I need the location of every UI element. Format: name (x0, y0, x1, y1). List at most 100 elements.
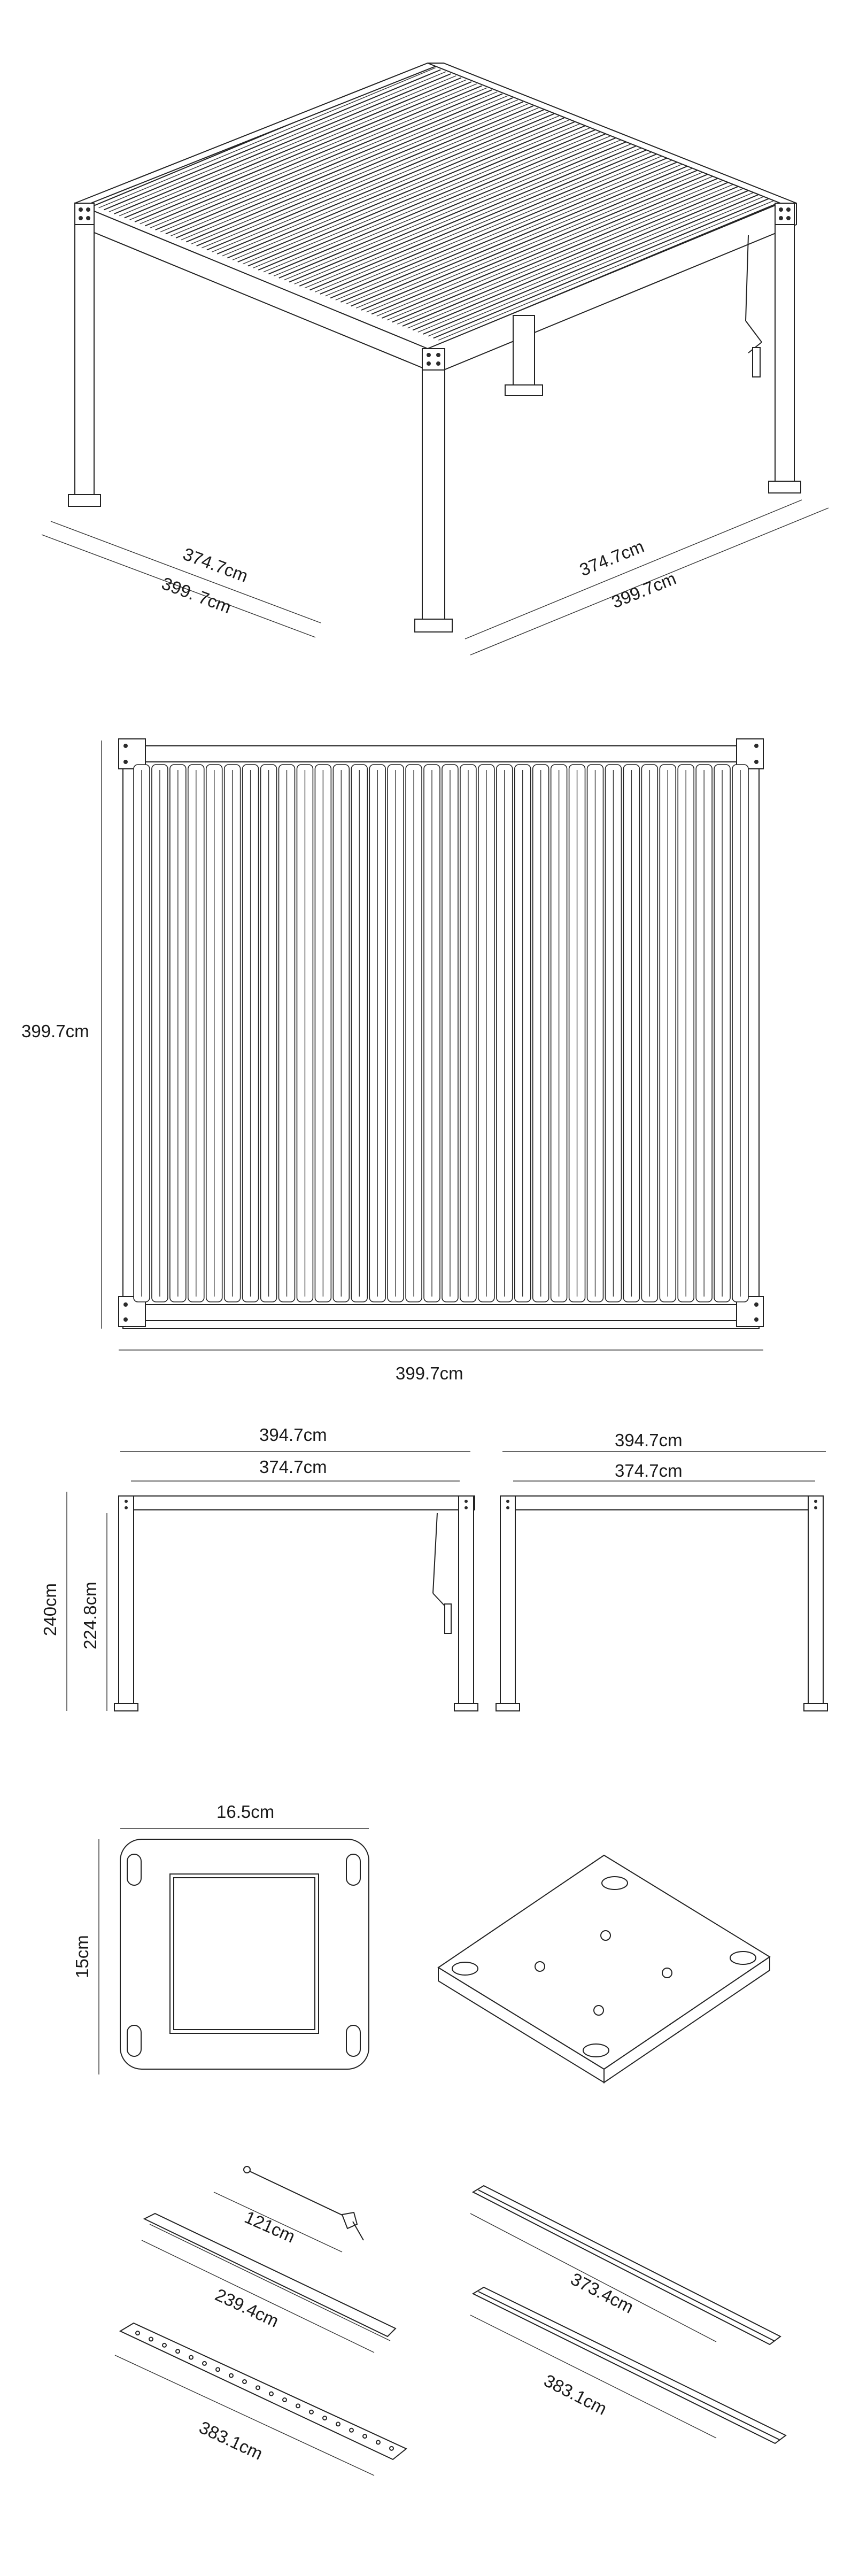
iso-slat-ridge (191, 103, 529, 244)
slat-beam-hole (282, 2397, 287, 2403)
iso-slat-edge (134, 81, 472, 222)
iso-slat-ridge (376, 175, 714, 317)
side-outer-width-label: 394.7cm (615, 1430, 683, 1450)
iso-slat-ridge (366, 172, 703, 313)
front-total-height-label: 240cm (40, 1583, 60, 1636)
iso-slat-ridge (160, 91, 498, 233)
slat-beam-hole (362, 2434, 367, 2439)
iso-slat-ridge (98, 67, 436, 209)
side-view: 394.7cm 374.7cm (496, 1430, 828, 1711)
iso-slat-edge (289, 141, 626, 283)
iso-slat-ridge (202, 107, 539, 249)
parts-rail: 373.4cm (470, 2185, 781, 2346)
iso-slat-ridge (171, 95, 508, 236)
slat-beam-hole (149, 2336, 153, 2342)
iso-slat-edge (124, 77, 462, 219)
slat-beam-hole (162, 2342, 167, 2348)
rail-length-label: 373.4cm (568, 2269, 637, 2317)
slat-beam-hole (309, 2409, 314, 2415)
front-view: 394.7cm 374.7cm 240cm 224.8cm (40, 1425, 478, 1711)
iso-slat-ridge (294, 143, 631, 284)
iso-slat-edge (114, 73, 451, 214)
slat-beam-length-label: 383.1cm (196, 2417, 266, 2464)
top-view: 399.7cm 399.7cm (21, 738, 764, 1383)
iso-slat-ridge (284, 140, 621, 281)
slat-beam-holes (135, 2331, 394, 2451)
iso-slat-ridge (212, 111, 549, 252)
iso-slat-ridge (304, 148, 642, 289)
iso-slat-edge (371, 173, 709, 315)
iso-posts (68, 203, 801, 633)
iso-slat-ridge (253, 127, 590, 268)
iso-slat-edge (175, 97, 513, 238)
side-inner-width-label: 374.7cm (615, 1461, 683, 1480)
iso-dimension-lines (41, 499, 829, 655)
iso-slat-edge (155, 89, 492, 230)
iso-slat-ridge (263, 132, 601, 273)
base-plate-top-view: 16.5cm 15cm (72, 1802, 369, 2074)
iso-slat-ridge (129, 79, 467, 220)
iso-slat-ridge (325, 156, 662, 297)
iso-slat-edge (433, 197, 771, 339)
iso-slat-ridge (407, 188, 745, 329)
base-plate-width-label: 16.5cm (216, 1802, 274, 1822)
iso-slat-ridge (355, 167, 693, 308)
iso-depth-outer-label: 399. 7cm (159, 573, 234, 617)
iso-slat-edge (299, 145, 637, 287)
iso-slat-edge (320, 153, 657, 295)
iso-width-inner-label: 374.7cm (577, 536, 647, 580)
slat-beam-hole (269, 2391, 274, 2396)
iso-slat-edge (237, 121, 575, 263)
iso-slat-edge (103, 69, 441, 211)
iso-slat-ridge (150, 87, 487, 228)
iso-slat-edge (165, 93, 503, 235)
iso-slat-edge (402, 186, 740, 327)
slat-beam-hole (215, 2367, 220, 2372)
front-inner-width-label: 374.7cm (259, 1457, 327, 1477)
iso-slat-edge (330, 157, 668, 299)
iso-slat-ridge (119, 75, 456, 217)
slat-beam-hole (189, 2355, 193, 2360)
slat-beam-hole (175, 2349, 180, 2354)
iso-slat-edge (206, 109, 544, 251)
top-height-label: 399.7cm (21, 1021, 89, 1041)
iso-slat-ridge (181, 99, 518, 241)
slat-beam-hole (256, 2385, 260, 2390)
front-clear-height-label: 224.8cm (80, 1582, 100, 1649)
iso-slat-edge (309, 149, 647, 291)
iso-slat-ridge (109, 71, 446, 212)
iso-slat-ridge (314, 151, 652, 292)
iso-slat-edge (247, 125, 585, 267)
iso-slat-edge (268, 133, 606, 275)
crank-length-label: 121cm (242, 2207, 298, 2247)
slat-beam-hole (296, 2403, 300, 2409)
iso-slat-ridge (386, 180, 724, 321)
iso-slat-edge (196, 105, 534, 246)
iso-slat-edge (216, 113, 554, 254)
slat-beam-hole (202, 2361, 207, 2366)
front-outer-width-label: 394.7cm (259, 1425, 327, 1445)
top-roof-slats (133, 764, 749, 1302)
base-plate-iso-view (437, 1854, 771, 2084)
slat-beam-hole (376, 2440, 381, 2445)
parts-crank: 121cm (213, 2166, 364, 2253)
slat-beam-hole (242, 2379, 247, 2384)
iso-crank-handle (745, 235, 762, 377)
iso-roof-slats (93, 65, 781, 343)
slat-beam-hole (349, 2427, 354, 2433)
slat-beam-hole (135, 2331, 140, 2336)
iso-slat-ridge (438, 199, 776, 341)
parts-slat-beam: 383.1cm (114, 2322, 407, 2476)
slat-beam-hole (336, 2421, 340, 2427)
iso-slat-ridge (232, 119, 570, 260)
iso-slat-ridge (140, 83, 477, 225)
iso-slat-edge (340, 161, 678, 303)
iso-slat-edge (144, 85, 482, 227)
iso-slat-edge (382, 178, 719, 319)
top-width-label: 399.7cm (396, 1363, 463, 1383)
iso-slat-ridge (345, 164, 683, 305)
iso-width-outer-label: 399.7cm (609, 568, 679, 612)
iso-slat-ridge (335, 159, 672, 300)
iso-slat-ridge (243, 124, 580, 265)
